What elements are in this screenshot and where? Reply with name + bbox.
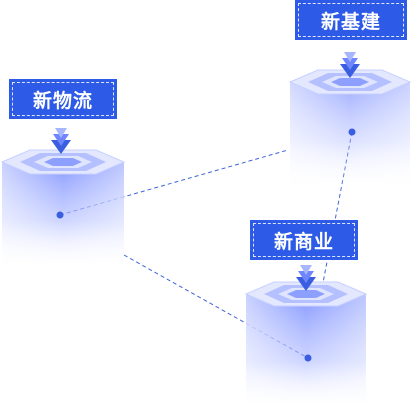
label-tag-xinjijian: 新基建 bbox=[295, 0, 407, 40]
link-xinjijian-xinshangye bbox=[321, 131, 353, 289]
down-arrow-icon bbox=[296, 265, 316, 291]
label-tag-xinshangye: 新商业 bbox=[250, 220, 358, 260]
label-tag-xinwuliu: 新物流 bbox=[9, 79, 117, 119]
prism-xinshangye bbox=[244, 281, 368, 408]
prism-xinjijian bbox=[288, 69, 412, 190]
node-label-xinshangye: 新商业 bbox=[273, 230, 334, 253]
node-label-xinwuliu: 新物流 bbox=[32, 89, 93, 112]
node-dot-xinjijian bbox=[348, 128, 356, 136]
node-dot-xinshangye bbox=[304, 354, 312, 362]
down-arrow-icon bbox=[51, 128, 71, 154]
node-label-xinjijian: 新基建 bbox=[320, 10, 381, 33]
prism-xinwuliu bbox=[0, 149, 126, 270]
node-dot-xinwuliu bbox=[56, 211, 64, 219]
link-xinwuliu-xinjijian bbox=[59, 149, 289, 216]
down-arrow-icon bbox=[340, 52, 360, 78]
